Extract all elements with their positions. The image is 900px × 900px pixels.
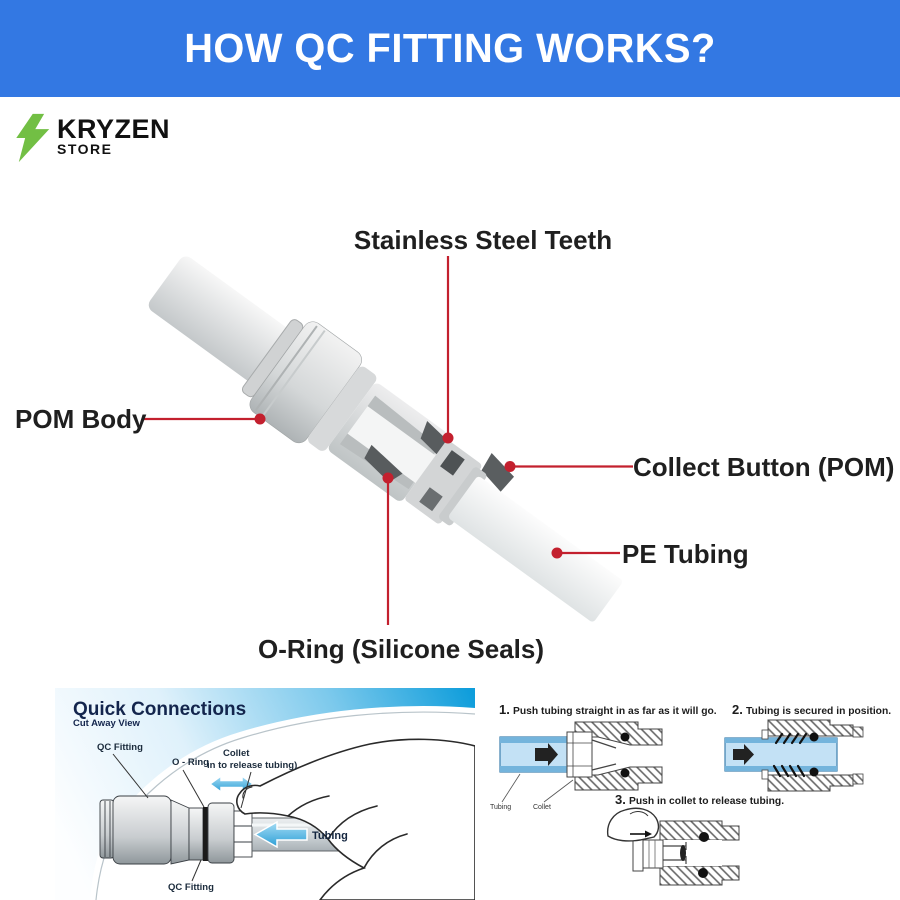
fitting-illustration (142, 256, 633, 625)
step3-number: 3. (615, 792, 626, 807)
step1-label-collet: Collet (533, 804, 551, 811)
steps-panel: 1. Push tubing straight in as far as it … (480, 688, 900, 900)
brand-subtitle: STORE (57, 141, 113, 157)
lightning-bolt-icon (16, 113, 50, 163)
qc-panel-leaders (112, 753, 252, 882)
qc-panel-title: Quick Connections (73, 699, 246, 720)
brand-name: KRYZEN (57, 114, 171, 144)
brand-logo: KRYZEN STORE (15, 110, 170, 166)
step3-diagram (606, 807, 740, 886)
label-collect-button: Collect Button (POM) (633, 452, 895, 482)
qc-label-collet-line2: in to release tubing) (207, 760, 297, 771)
label-stainless-steel-teeth: Stainless Steel Teeth (353, 225, 613, 255)
quick-connections-panel: Quick Connections Cut Away View (55, 688, 475, 900)
qc-fitting-render (148, 256, 623, 622)
step2-text: Tubing is secured in position. (746, 706, 891, 717)
tubing-arrow-icon (253, 820, 308, 849)
hand-illustration (236, 738, 475, 900)
qc-label-fitting-top: QC Fitting (97, 742, 143, 753)
step1-number: 1. (499, 702, 510, 717)
leader-lines (142, 256, 633, 625)
qc-label-collet-line1: Collet (223, 748, 250, 759)
step2-diagram (724, 719, 864, 792)
step2-number: 2. (732, 702, 743, 717)
label-pom-body: POM Body (15, 404, 147, 434)
leader-dots (254, 413, 563, 559)
label-pe-tubing: PE Tubing (622, 539, 749, 569)
qc-panel-subtitle: Cut Away View (73, 718, 140, 729)
step1-label-tubing: Tubing (490, 804, 511, 811)
collet-double-arrow-icon (208, 774, 255, 794)
step1-text: Push tubing straight in as far as it wil… (513, 706, 717, 717)
qc-label-fitting-bottom: QC Fitting (168, 882, 214, 893)
header-banner: HOW QC FITTING WORKS? (0, 0, 900, 97)
fitting-diagram: Stainless Steel Teeth POM Body Collect B… (0, 195, 900, 685)
step1-diagram (499, 721, 663, 803)
step3-text: Push in collet to release tubing. (629, 796, 784, 807)
label-o-ring: O-Ring (Silicone Seals) (257, 634, 545, 664)
qc-label-o-ring: O - Ring (172, 757, 209, 768)
qc-label-tubing: Tubing (312, 830, 348, 842)
page-title: HOW QC FITTING WORKS? (184, 25, 716, 71)
